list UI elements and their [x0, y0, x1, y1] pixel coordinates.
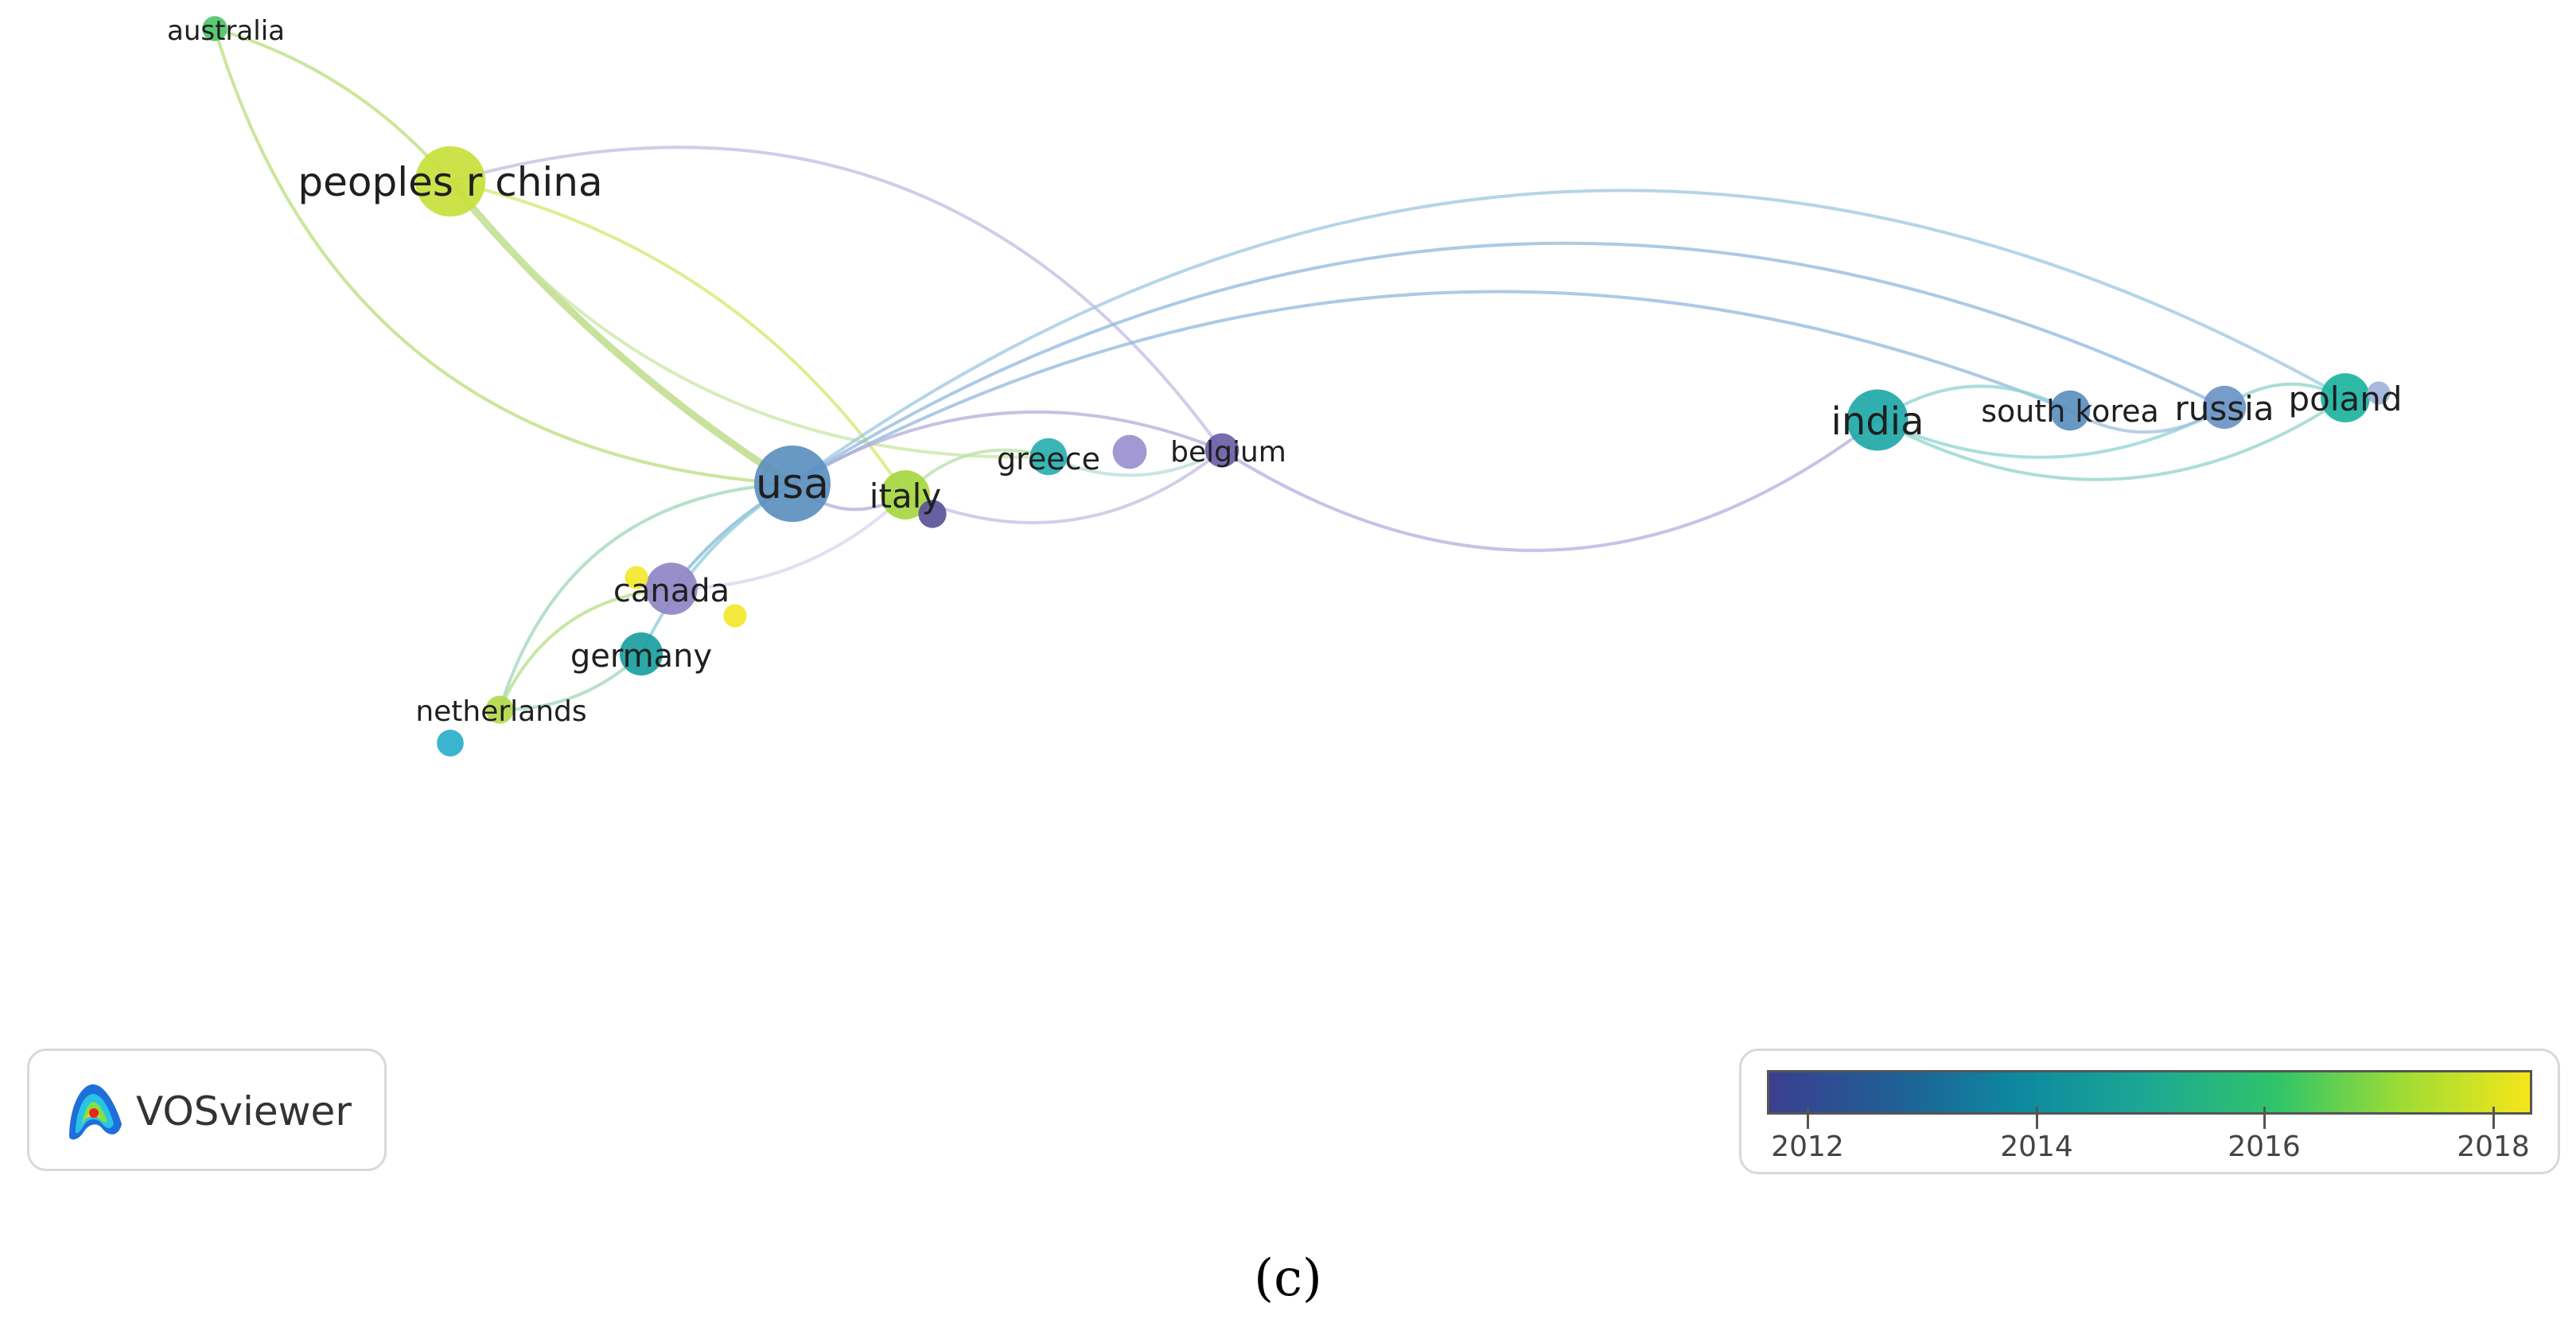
node-australia[interactable] [202, 16, 228, 41]
node-node-light-blue[interactable] [2367, 381, 2391, 405]
label-germany: germany [570, 638, 712, 675]
node-russia[interactable] [2202, 385, 2247, 430]
link-australia-usa [213, 28, 793, 485]
label-canada: canada [613, 573, 730, 609]
legend-tick-label: 2018 [2457, 1131, 2530, 1163]
label-netherlands: netherlands [415, 695, 586, 728]
label-greece: greece [997, 442, 1100, 477]
label-italy: italy [870, 477, 941, 516]
vosviewer-label: VOSviewer [136, 1088, 352, 1134]
link-canada-netherlands [498, 587, 672, 710]
label-peoples-r-china: peoples r china [298, 159, 602, 205]
link-usa-poland [791, 189, 2346, 485]
label-russia: russia [2174, 389, 2274, 428]
node-netherlands[interactable] [485, 695, 514, 724]
figure-caption: (c) [1254, 1249, 1322, 1308]
link-italy-canada [671, 493, 907, 590]
link-australia-peoples_r_china [214, 27, 452, 183]
link-usa-netherlands [498, 482, 793, 710]
link-usa-belgium [791, 410, 1223, 485]
label-usa: usa [756, 461, 829, 508]
node-node-dark-small[interactable] [918, 500, 947, 528]
node-belgium[interactable] [1204, 433, 1239, 468]
node-south-korea[interactable] [2049, 390, 2091, 431]
vosviewer-badge: VOSviewer [27, 1049, 387, 1171]
label-australia: australia [167, 15, 285, 47]
vosviewer-logo-icon [69, 1084, 122, 1140]
node-node-yellow-b[interactable] [723, 604, 747, 628]
label-india: india [1831, 399, 1924, 444]
link-usa-south_korea [792, 290, 2071, 485]
node-canada[interactable] [645, 562, 698, 615]
legend-tick-label: 2012 [1771, 1131, 1844, 1163]
link-peoples_r_china-italy [449, 180, 907, 496]
links-layer [213, 27, 2347, 712]
label-belgium: belgium [1170, 436, 1286, 469]
link-usa-russia [791, 241, 2225, 485]
link-india-poland [1877, 396, 2347, 481]
node-italy[interactable] [881, 470, 930, 520]
link-greece-belgium [1048, 449, 1223, 477]
node-germany[interactable] [619, 632, 663, 676]
link-belgium-india [1220, 418, 1879, 552]
node-node-purple-a[interactable] [1112, 434, 1147, 469]
link-italy-belgium [905, 449, 1224, 524]
link-peoples_r_china-greece [449, 180, 1049, 459]
legend-tick-label: 2014 [2000, 1131, 2073, 1163]
legend-tick-mark [1807, 1107, 1809, 1129]
link-peoples_r_china-usa [447, 179, 795, 487]
label-south-korea: south korea [1981, 394, 2159, 429]
node-poland[interactable] [2321, 373, 2370, 422]
legend-tick-mark [2263, 1107, 2266, 1129]
legend-tick-label: 2016 [2228, 1131, 2301, 1163]
node-greece[interactable] [1029, 438, 1068, 476]
node-usa[interactable] [754, 446, 831, 522]
nodes-layer [202, 16, 2391, 757]
node-peoples-r-china[interactable] [414, 146, 486, 217]
node-node-teal-small[interactable] [437, 730, 464, 757]
label-poland: poland [2288, 379, 2402, 418]
legend-tick-mark [2492, 1107, 2495, 1129]
color-legend: 2012 2014 2016 2018 [1739, 1049, 2560, 1174]
node-node-yellow-a[interactable] [625, 566, 648, 590]
labels-layer: australia peoples r china usa italy greece be… [167, 15, 2403, 728]
legend-gradient-bar [1767, 1070, 2532, 1115]
node-india[interactable] [1846, 389, 1909, 451]
legend-tick-mark [2036, 1107, 2038, 1129]
